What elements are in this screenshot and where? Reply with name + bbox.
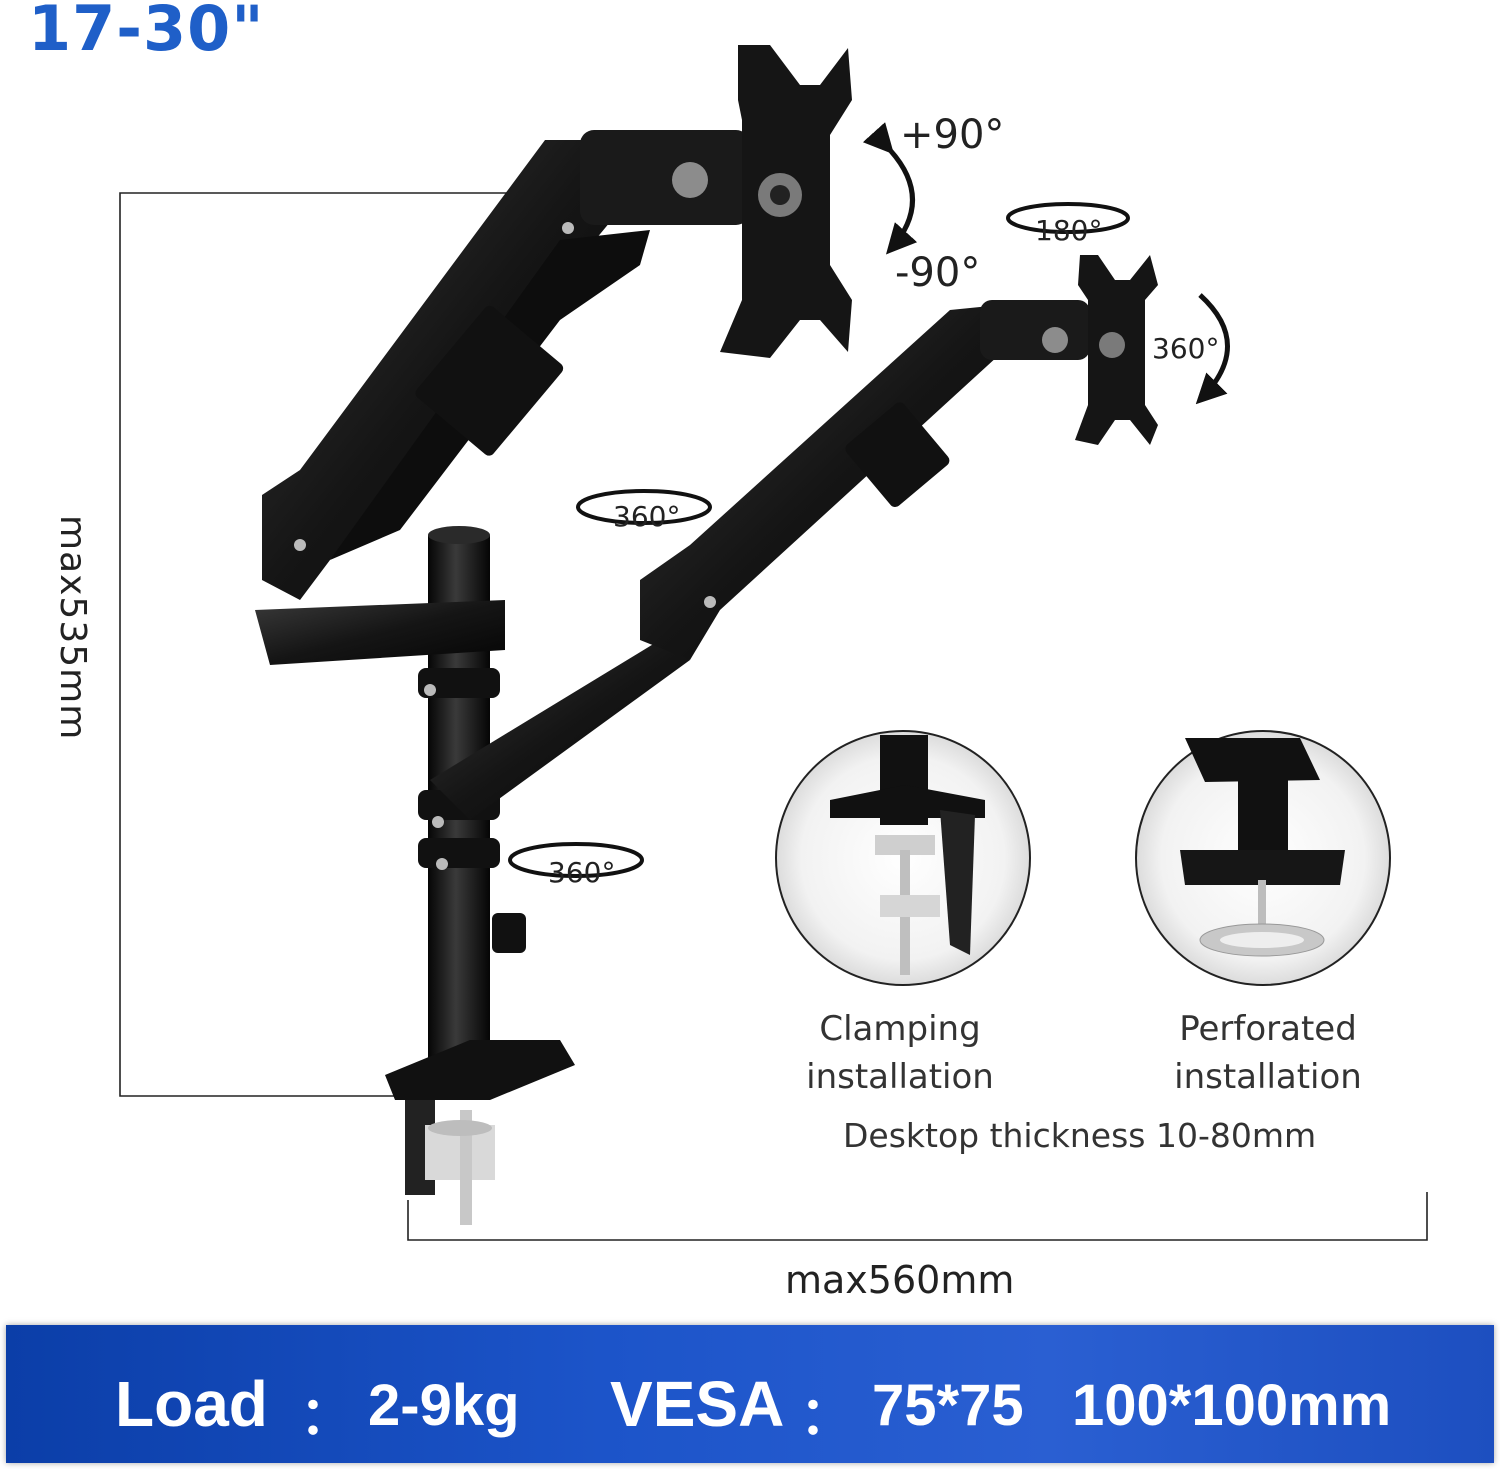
clamping-caption-line2: installation <box>806 1056 994 1097</box>
max-extension-label: max560mm <box>785 1258 1015 1302</box>
load-label: Load <box>115 1368 268 1440</box>
vesa-value-small: 75*75 <box>872 1373 1024 1438</box>
tilt-down-label: -90° <box>895 250 981 296</box>
perforated-installation-image <box>1135 730 1391 986</box>
vesa-plate-right <box>1075 255 1158 445</box>
vesa-separator: ： <box>800 1388 853 1446</box>
base-360-arrow <box>508 842 644 878</box>
upper-arm <box>255 130 750 665</box>
perforated-caption-line1: Perforated <box>1179 1009 1357 1049</box>
load-separator: ： <box>300 1388 353 1446</box>
lower-arm <box>430 300 1090 820</box>
screen-size-label: 17-30" <box>28 0 265 65</box>
arm-360-label: 360° <box>613 500 681 533</box>
max-height-label: max535mm <box>52 515 93 741</box>
specs-banner <box>6 1325 1494 1463</box>
perforated-caption: Perforated installation <box>1158 1006 1378 1101</box>
clamping-installation-image <box>775 730 1031 986</box>
load-value: 2-9kg <box>368 1373 520 1438</box>
swivel-180-label: 180° <box>1035 214 1103 247</box>
swivel-180-arrow <box>1006 202 1130 234</box>
rotate-360-label: 360° <box>1152 332 1220 365</box>
vesa-plate-left <box>720 45 852 358</box>
height-dimension-line <box>119 192 780 1097</box>
tilt-up-label: +90° <box>900 112 1005 158</box>
vesa-value-large: 100*100mm <box>1072 1373 1392 1438</box>
desktop-thickness-label: Desktop thickness 10-80mm <box>843 1116 1317 1155</box>
arm-360-arrow <box>576 489 712 525</box>
base-360-label: 360° <box>548 856 616 889</box>
tilt-arrow <box>862 122 918 255</box>
clamping-caption: Clamping installation <box>795 1006 1005 1101</box>
vesa-label: VESA <box>610 1368 785 1440</box>
desk-clamp <box>385 1040 575 1225</box>
perforated-caption-line2: installation <box>1174 1056 1362 1097</box>
rotate-360-arrow <box>1195 293 1230 405</box>
clamping-caption-line1: Clamping <box>819 1009 981 1049</box>
width-dimension-line <box>407 1192 1428 1241</box>
